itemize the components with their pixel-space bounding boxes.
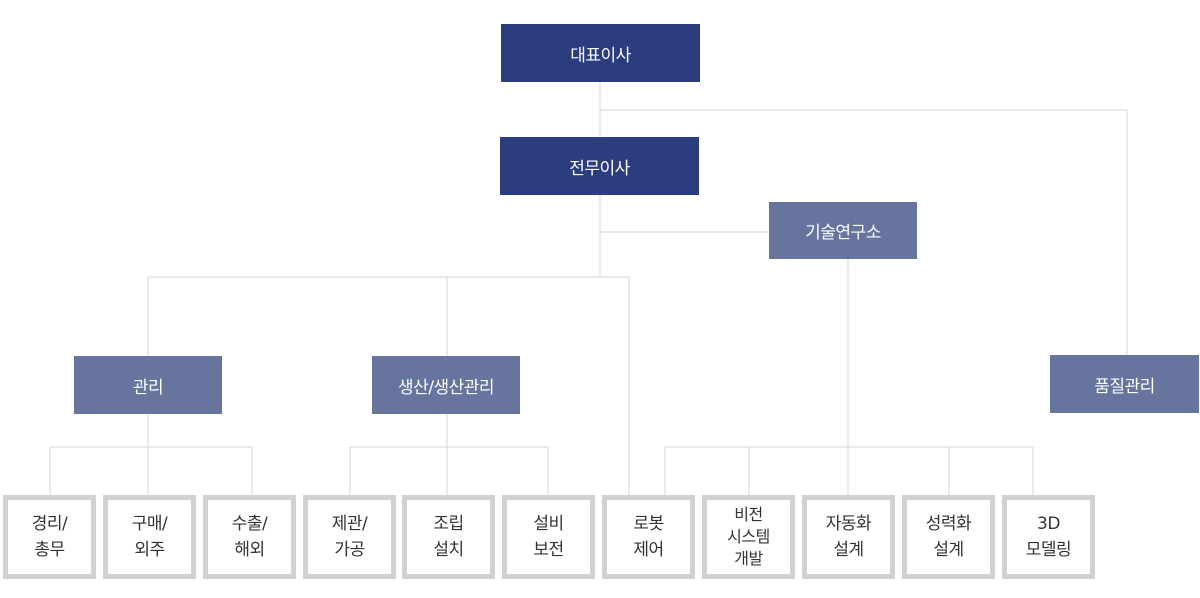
managing-director-box: 전무이사: [500, 137, 699, 195]
leaf-line: 자동화: [825, 514, 872, 534]
managing-director-label: 전무이사: [569, 158, 630, 179]
leaf-line: 개발: [734, 549, 763, 568]
leaf-export: 수출/ 해외: [203, 495, 296, 579]
leaf-line: 해외: [234, 540, 265, 560]
leaf-line: 구매/: [131, 514, 168, 534]
leaf-line: 설치: [433, 540, 464, 560]
ceo-box: 대표이사: [501, 24, 700, 82]
production-box: 생산/생산관리: [372, 356, 520, 414]
leaf-line: 3D: [1037, 514, 1060, 534]
leaf-line: 외주: [134, 540, 165, 560]
leaf-assembly: 조립 설치: [402, 495, 495, 579]
leaf-line: 성력화: [925, 514, 972, 534]
rnd-label: 기술연구소: [805, 223, 881, 243]
leaf-line: 설비: [533, 514, 564, 534]
ceo-label: 대표이사: [570, 45, 631, 66]
quality-label: 품질관리: [1094, 376, 1155, 397]
leaf-robot: 로봇 제어: [602, 495, 695, 579]
admin-label: 관리: [132, 377, 164, 398]
leaf-automation: 자동화 설계: [802, 495, 895, 579]
leaf-line: 가공: [334, 540, 365, 560]
leaf-accounting: 경리/ 총무: [3, 495, 96, 579]
leaf-line: 수출/: [231, 514, 268, 534]
leaf-line: 비전: [734, 505, 763, 524]
rnd-box: 기술연구소: [769, 202, 917, 259]
leaf-line: 보전: [533, 540, 564, 560]
leaf-line: 모델링: [1025, 540, 1072, 560]
leaf-maintenance: 설비 보전: [502, 495, 595, 579]
leaf-line: 경리/: [31, 514, 68, 534]
leaf-line: 설계: [933, 540, 964, 560]
leaf-modeling: 3D 모델링: [1002, 495, 1095, 579]
production-label: 생산/생산관리: [397, 377, 495, 398]
leaf-line: 설계: [833, 540, 864, 560]
leaf-line: 제어: [633, 540, 664, 560]
admin-box: 관리: [74, 356, 222, 414]
leaf-line: 로봇: [633, 514, 664, 534]
leaf-line: 총무: [34, 540, 65, 560]
leaf-vision: 비전 시스템 개발: [702, 495, 795, 579]
leaf-purchasing: 구매/ 외주: [103, 495, 196, 579]
leaf-fabrication: 제관/ 가공: [303, 495, 396, 579]
leaf-line: 시스템: [727, 527, 770, 546]
leaf-line: 조립: [433, 514, 464, 534]
leaf-labor-saving: 성력화 설계: [902, 495, 995, 579]
leaf-line: 제관/: [331, 514, 368, 534]
quality-box: 품질관리: [1050, 355, 1199, 413]
